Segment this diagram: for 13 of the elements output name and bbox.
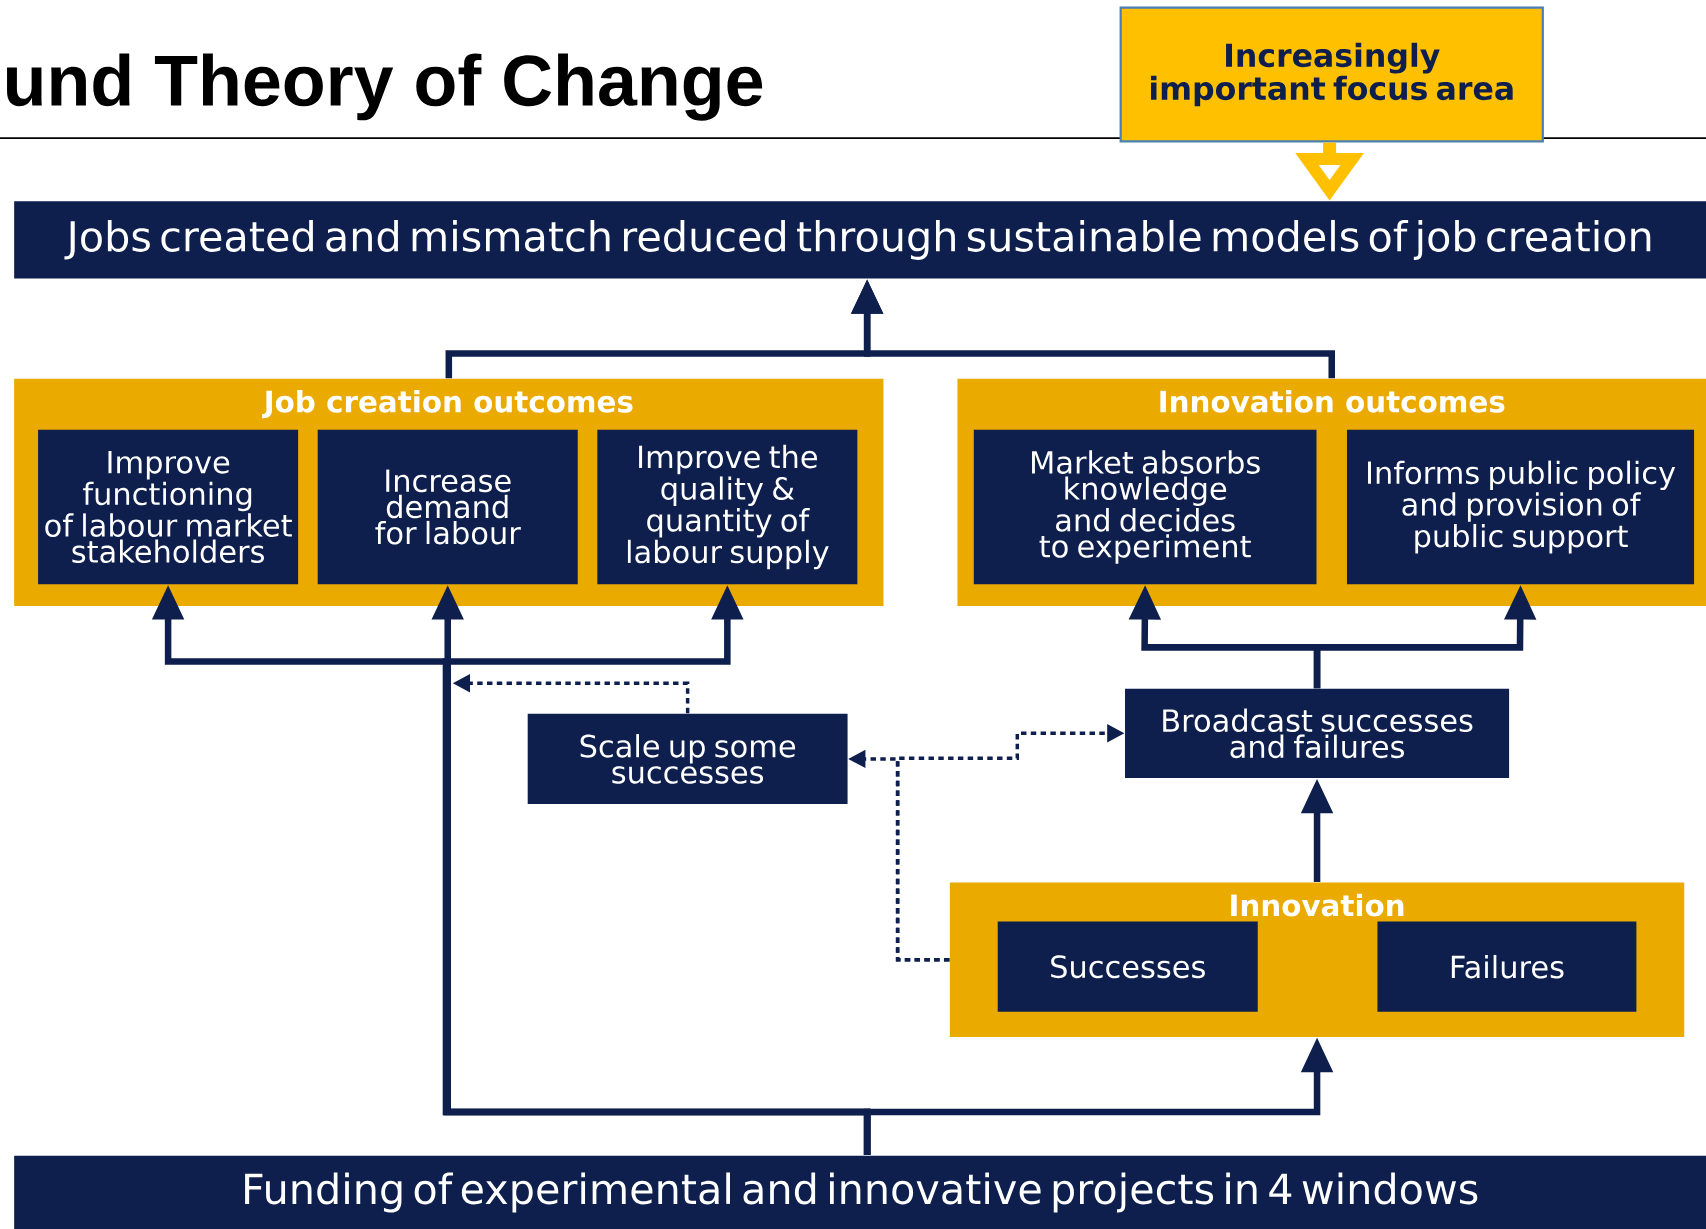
process-box: Improve functioning of labour market stakeholders xyxy=(38,429,299,585)
process-box: Informs public policy and provision of public support xyxy=(1346,429,1695,585)
banner-box: Jobs created and mismatch reduced through sustainable models of job creation xyxy=(14,201,1706,279)
process-box: Successes xyxy=(997,921,1258,1012)
process-box: Broadcast successes and failures xyxy=(1125,688,1510,778)
process-box: Market absorbs knowledge and decides to experiment xyxy=(973,429,1317,585)
banner-box: Funding of experimental and innovative projects in 4 windows xyxy=(14,1155,1706,1229)
callout-box: Increasingly important focus area xyxy=(1119,6,1544,143)
process-box: Failures xyxy=(1377,921,1637,1012)
process-box: Increase demand for labour xyxy=(317,429,578,585)
process-box: Scale up some successes xyxy=(527,713,848,804)
title: und Theory of Change xyxy=(7,53,763,121)
process-box: Improve the quality & quantity of labour supply xyxy=(597,429,858,585)
